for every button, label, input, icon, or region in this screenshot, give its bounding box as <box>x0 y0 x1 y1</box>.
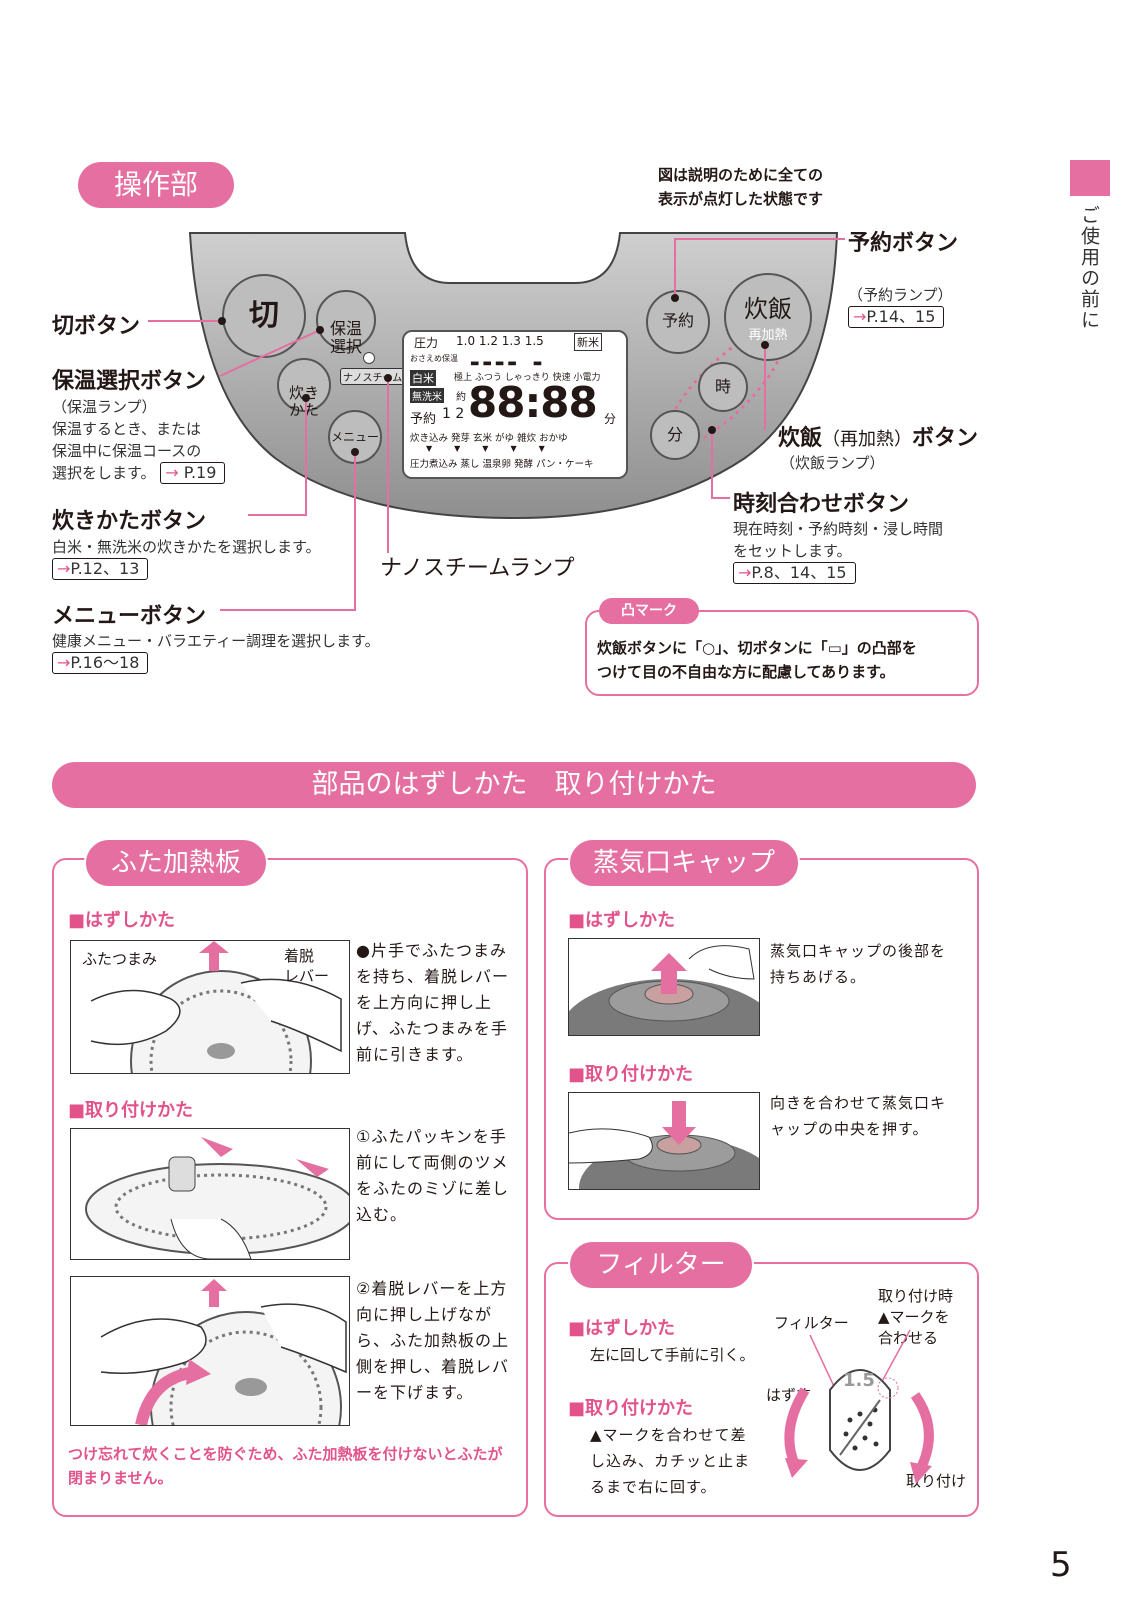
steam-remove-text: 蒸気口キャップの後部を持ちあげる。 <box>770 942 947 986</box>
menu-page-ref[interactable]: →P.16〜18 <box>52 652 149 674</box>
cook-style-callout: 炊きかたボタン <box>52 509 207 534</box>
lcd-row3: 炊き込み 発芽 玄米 がゆ 雑炊 おかゆ <box>410 433 568 444</box>
side-tab-marker <box>1070 160 1110 196</box>
lcd-okaeme: おさえめ保温 <box>410 354 458 363</box>
controls-note: 図は説明のために全ての 表示が点灯した状態です <box>658 166 824 208</box>
lid-attach-step2: ②着脱レバーを上方向に押し上げながら、ふた加熱板の上側を押し、着脱レバーを下げま… <box>356 1279 510 1402</box>
cook-callout: 炊飯（再加熱）ボタン <box>778 426 979 451</box>
menu-button[interactable]: メニュー <box>328 410 382 464</box>
parts-banner: 部品のはずしかた 取り付けかた <box>52 762 976 808</box>
off-button-callout: 切ボタン <box>52 314 141 339</box>
filter-attach-text: ▲マークを合わせて差し込み、カチッと止まるまで右に回す。 <box>590 1426 751 1496</box>
keep-warm-callout: 保温選択ボタン <box>52 369 207 394</box>
lid-warning: つけ忘れて炊くことを防ぐため、ふた加熱板を付けないとふたが閉まりません。 <box>68 1445 503 1487</box>
lcd-reserve-nums: 1 2 <box>442 406 465 422</box>
clock-page-ref[interactable]: →P.8、14、15 <box>733 562 856 584</box>
steam-remove-illustration <box>568 938 760 1036</box>
bump-mark-box: 凸マーク 炊飯ボタンに「○」、切ボタンに「▭」の凸部を つけて目の不自由な方に配… <box>585 598 979 696</box>
controls-title: 操作部 <box>78 162 234 208</box>
filter-attach-head: 取り付けかた <box>568 1394 693 1420</box>
lid-attach-illustration-2 <box>70 1276 350 1426</box>
off-button-label: 切 <box>249 298 279 333</box>
reserve-button[interactable]: 予約 <box>646 290 710 354</box>
filter-remove-text: 左に回して手前に引く。 <box>590 1346 755 1364</box>
lid-remove-illustration <box>70 940 350 1074</box>
lcd-bars: ▬▬▬▬ ▬ <box>470 358 546 369</box>
cook-style-button[interactable]: 炊き かた <box>277 358 331 419</box>
keep-warm-desc: （保温ランプ） 保温するとき、または 保温中に保温コースの 選択をします。 → … <box>52 396 226 484</box>
clock-desc: 現在時刻・予約時刻・浸し時間 をセットします。 →P.8、14、15 <box>733 520 944 584</box>
hour-button-label: 時 <box>714 377 731 396</box>
bump-mark-text: 炊飯ボタンに「○」、切ボタンに「▭」の凸部を つけて目の不自由な方に配慮してあり… <box>597 639 917 681</box>
nano-steam-lamp <box>363 352 375 364</box>
minute-button-label: 分 <box>666 425 683 444</box>
hour-button[interactable]: 時 <box>698 362 748 412</box>
reserve-callout: 予約ボタン <box>848 231 959 256</box>
steam-attach-head: 取り付けかた <box>568 1060 693 1086</box>
filter-mark-value: 1.5 <box>843 1370 875 1391</box>
minute-button[interactable]: 分 <box>650 410 700 460</box>
cook-style-button-label: 炊き かた <box>288 384 319 419</box>
menu-callout: メニューボタン <box>52 604 207 629</box>
lid-attach-step1: ①ふたパッキンを手前にして両側のツメをふたのミゾに差し込む。 <box>356 1127 510 1224</box>
off-button[interactable]: 切 <box>222 274 306 358</box>
filter-illustration <box>784 1330 934 1484</box>
lcd-wash-free: 無洗米 <box>410 388 444 403</box>
lid-remove-text: ●片手でふたつまみを持ち、着脱レバーを上方向に押し上げ、ふたつまみを手前に引きま… <box>356 941 510 1064</box>
lid-label-lever: 着脱レバー <box>284 947 330 985</box>
callout-lines <box>148 238 845 611</box>
filter-label: フィルター <box>774 1314 849 1332</box>
cook-button-sublabel: 再加熱 <box>748 328 788 343</box>
lcd-display: 圧力 1.0 1.2 1.3 1.5 新米 おさえめ保温 ▬▬▬▬ ▬ 白米 極… <box>402 330 628 479</box>
steam-attach-illustration <box>568 1092 760 1190</box>
page-number: 5 <box>1050 1545 1072 1585</box>
keep-warm-page-ref[interactable]: → P.19 <box>160 462 226 484</box>
lcd-new-rice: 新米 <box>574 333 602 351</box>
reserve-button-label: 予約 <box>661 311 694 330</box>
lid-plate-box: ふた加熱板 <box>52 838 528 1517</box>
lid-plate-title: ふた加熱板 <box>84 838 268 888</box>
lcd-row4: 圧力煮込み 蒸し 温泉卵 発酵 パン・ケーキ <box>410 459 594 470</box>
reserve-page-ref[interactable]: →P.14、15 <box>848 306 945 328</box>
filter-attach-when: 取り付け時 ▲マークを 合わせる <box>878 1287 954 1347</box>
lid-attach-illustration-1 <box>70 1128 350 1260</box>
keep-warm-button[interactable]: 保温 選択 <box>316 290 376 356</box>
lid-label-knob: ふたつまみ <box>82 950 158 968</box>
nano-steam-callout: ナノスチームランプ <box>380 556 575 581</box>
lcd-time: 88:88 <box>468 378 598 427</box>
lcd-white-rice: 白米 <box>410 370 436 386</box>
filter-title: フィルター <box>568 1240 754 1290</box>
lcd-minutes: 分 <box>604 412 617 426</box>
cook-style-desc: 白米・無洗米の炊きかたを選択します。 →P.12、13 <box>52 538 321 580</box>
lid-remove-head: はずしかた <box>68 906 175 932</box>
filter-remove-head: はずしかた <box>568 1314 675 1340</box>
steam-cap-box: 蒸気口キャップ <box>544 838 979 1220</box>
steam-remove-head: はずしかた <box>568 906 675 932</box>
steam-cap-title: 蒸気口キャップ <box>568 838 800 888</box>
clock-callout: 時刻合わせボタン <box>733 492 910 517</box>
menu-button-label: メニュー <box>330 430 379 444</box>
lcd-pressure: 圧力 <box>414 336 439 350</box>
lid-attach-head: 取り付けかた <box>68 1096 193 1122</box>
lcd-pressure-values: 1.0 1.2 1.3 1.5 <box>456 334 544 348</box>
bump-mark-title: 凸マーク <box>599 598 699 624</box>
cook-style-page-ref[interactable]: →P.12、13 <box>52 558 149 580</box>
lcd-approx: 約 <box>456 392 466 403</box>
menu-desc: 健康メニュー・バラエティー調理を選択します。 →P.16〜18 <box>52 632 380 674</box>
lcd-row1: 極上 ふつう しゃっきり 快速 小電力 <box>454 373 601 383</box>
side-tab-label: ご使用の前に <box>1078 205 1100 331</box>
lcd-reserve: 予約 <box>410 412 437 427</box>
reserve-desc: （予約ランプ） →P.14、15 <box>848 286 953 328</box>
lcd-arrows: ▼▼▼▼▼ <box>426 444 567 453</box>
keep-warm-button-label: 保温 選択 <box>329 319 362 356</box>
steam-attach-text: 向きを合わせて蒸気口キャップの中央を押す。 <box>770 1094 947 1138</box>
cook-button-label: 炊飯 <box>744 295 792 323</box>
cook-button[interactable]: 炊飯 再加熱 <box>724 273 812 361</box>
cook-desc: （炊飯ランプ） <box>780 454 885 472</box>
filter-box: フィルター <box>544 1240 979 1517</box>
